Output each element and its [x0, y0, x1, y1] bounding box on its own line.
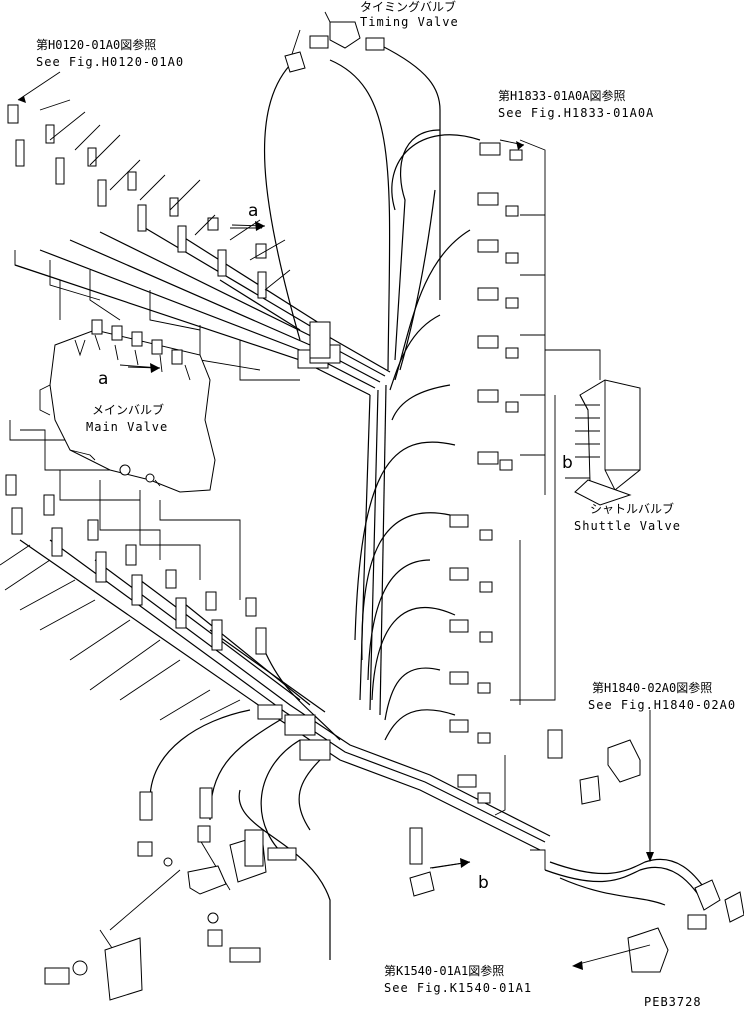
ref-h1840-label-en: See Fig.H1840-02A0	[588, 698, 736, 712]
ref-k1540-label-en: See Fig.K1540-01A1	[384, 981, 532, 995]
ref-h0120-label-jp: 第H0120-01A0図参照	[36, 37, 156, 52]
arrow-a-top	[231, 221, 266, 231]
marker-b-bottom: b	[478, 873, 489, 893]
arrow-ref-h0120	[18, 96, 26, 103]
timing-valve-body	[284, 11, 385, 73]
ref-h1833-label-jp: 第H1833-01A0A図参照	[498, 88, 625, 103]
arrow-ref-h1840	[646, 852, 654, 862]
marker-a-top: a	[248, 201, 258, 221]
arrow-ref-k1540	[572, 961, 583, 970]
ref-h1833-label-en: See Fig.H1833-01A0A	[498, 106, 654, 120]
shuttle-valve-label-jp: シャトルバルブ	[590, 501, 674, 516]
main-valve-label-jp: メインバルブ	[92, 402, 164, 417]
hose-fittings	[5, 104, 744, 1001]
main-valve-body	[39, 319, 216, 493]
arrow-ref-h1833	[516, 141, 524, 150]
marker-a-main: a	[98, 369, 108, 389]
leader-lines	[0, 71, 651, 966]
shuttle-valve-label-en: Shuttle Valve	[574, 519, 681, 533]
timing-valve-label-jp: タイミングバルブ	[360, 0, 456, 14]
ref-k1540-label-jp: 第K1540-01A1図参照	[384, 963, 504, 978]
ref-h1840-label-jp: 第H1840-02A0図参照	[592, 680, 712, 695]
arrow-b-bottom	[431, 858, 471, 869]
timing-valve-label-en: Timing Valve	[360, 15, 459, 29]
marker-b-shuttle: b	[562, 453, 573, 473]
shuttle-valve-body	[574, 379, 641, 506]
main-valve-label-en: Main Valve	[86, 420, 168, 434]
drawing-code: PEB3728	[644, 995, 702, 1009]
piping-lines	[9, 44, 711, 991]
arrow-a-main	[127, 363, 161, 373]
ref-h0120-label-en: See Fig.H0120-01A0	[36, 55, 184, 69]
